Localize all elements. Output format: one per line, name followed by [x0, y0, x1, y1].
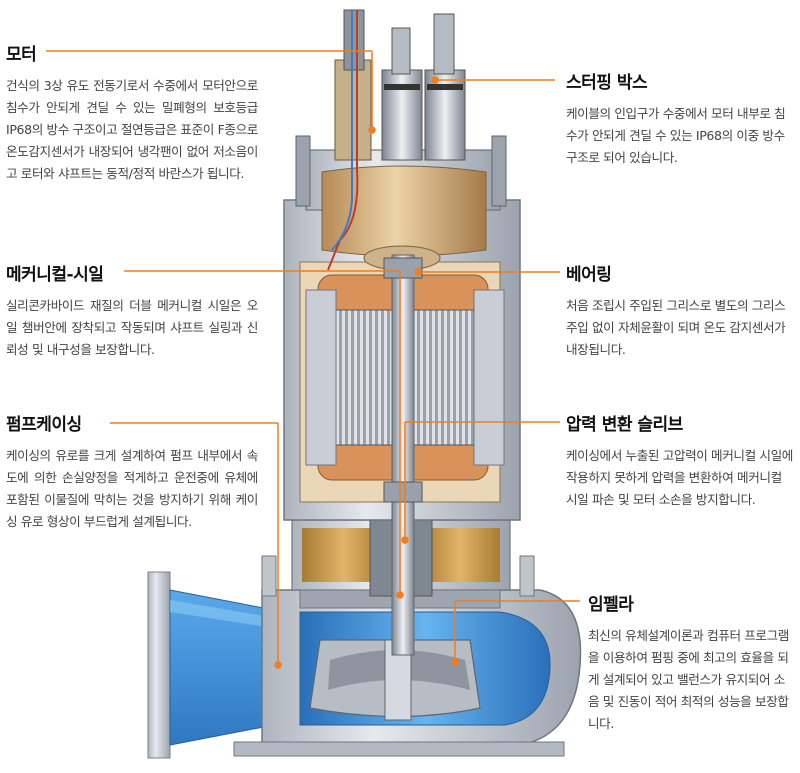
callout-bearing-text: 처음 조립시 주입된 그리스로 별도의 그리스 주입 없이 자체윤활이 되며 온…: [566, 298, 786, 357]
callout-casing-title: 펌프케이싱: [6, 415, 82, 435]
callout-impeller-text: 최신의 유체설계이론과 컴퓨터 프로그램을 이용하여 펌핑 중에 최고의 효율을…: [588, 628, 789, 731]
shaft: [383, 254, 423, 656]
sensor-wire-blue: [331, 60, 353, 251]
callout-motor-title: 모터: [6, 45, 37, 65]
callout-impeller: 임펠라 최신의 유체설계이론과 컴퓨터 프로그램을 이용하여 펌핑 중에 최고의…: [588, 590, 794, 735]
callout-impeller-title: 임펠라: [588, 595, 634, 615]
oil-chamber: [291, 519, 511, 609]
callout-mechanical-seal: 메커니컬-시일 실리콘카바이드 재질의 더블 메커니컬 시일은 오일 챔버안에 …: [6, 260, 258, 361]
callout-stuffing-box: 스터핑 박스 케이블의 인입구가 수중에서 모터 내부로 침수가 안되게 견딜 …: [566, 68, 794, 169]
callout-pump-casing: 펌프케이싱 케이싱의 유로를 크게 설계하여 펌프 내부에서 속도에 의한 손실…: [6, 410, 258, 533]
callout-casing-text: 케이싱의 유로를 크게 설계하여 펌프 내부에서 속도에 의한 손실양정을 적게…: [6, 448, 258, 529]
callout-seal-title: 메커니컬-시일: [6, 265, 104, 285]
callout-bearing: 베어링 처음 조립시 주입된 그리스로 별도의 그리스 주입 없이 자체윤활이 …: [566, 260, 794, 361]
callout-stuffing-title: 스터핑 박스: [566, 73, 648, 93]
callout-bearing-title: 베어링: [566, 265, 612, 285]
callout-motor: 모터 건식의 3상 유도 전동기로서 수중에서 모터안으로 침수가 안되게 견딜…: [6, 40, 258, 185]
impeller: [309, 639, 481, 721]
callout-stuffing-text: 케이블의 인입구가 수중에서 모터 내부로 침수가 안되게 견딜 수 있는 IP…: [566, 106, 786, 165]
callout-pressure-sleeve: 압력 변환 슬리브 케이싱에서 누출된 고압력이 메커니컬 시일에 작용하지 못…: [566, 410, 794, 511]
callout-motor-text: 건식의 3상 유도 전동기로서 수중에서 모터안으로 침수가 안되게 견딜 수 …: [6, 78, 258, 181]
callout-sleeve-text: 케이싱에서 누출된 고압력이 메커니컬 시일에 작용하지 못하게 압력을 변환하…: [566, 448, 793, 507]
stuffing-box: [334, 9, 466, 161]
callout-sleeve-title: 압력 변환 슬리브: [566, 415, 683, 435]
callout-seal-text: 실리콘카바이드 재질의 더블 메커니컬 시일은 오일 챔버안에 장착되고 작동되…: [6, 298, 258, 357]
leader-lines: [46, 50, 580, 669]
